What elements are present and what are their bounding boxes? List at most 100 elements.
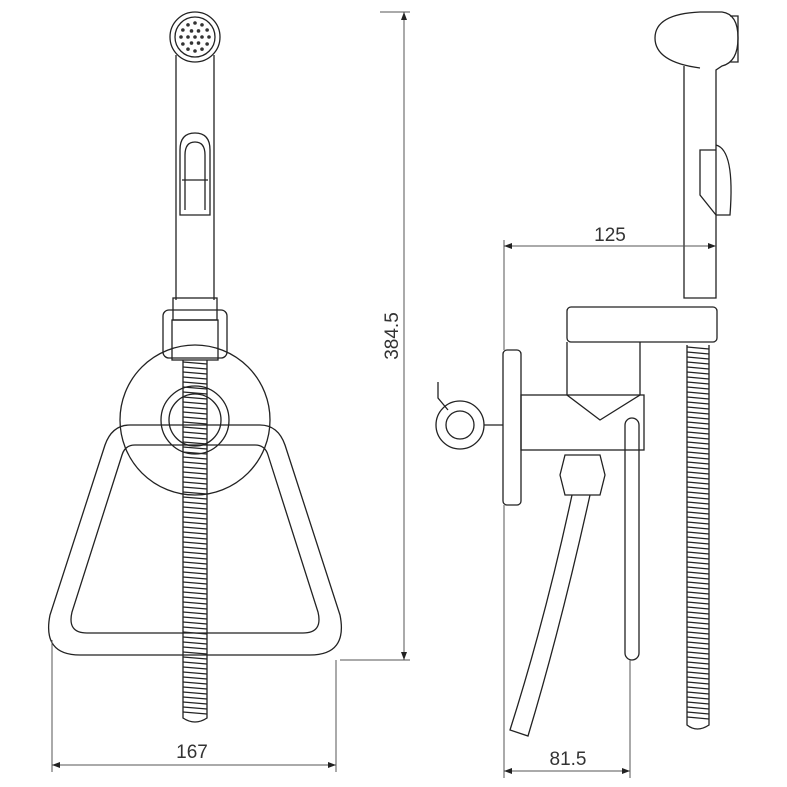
- hose-rib: [686, 706, 710, 710]
- hose-rib: [182, 436, 208, 440]
- nozzle-hole: [186, 35, 190, 39]
- hose-rib: [182, 661, 208, 665]
- hose-rib: [182, 476, 208, 480]
- hose-rib: [686, 501, 710, 505]
- hose-rib: [182, 466, 208, 470]
- hose-rib: [686, 446, 710, 450]
- hose-rib: [686, 596, 710, 600]
- mixer-body-side: [435, 306, 718, 661]
- trigger-front: [179, 132, 211, 216]
- hose-rib: [686, 416, 710, 420]
- nozzle-hole: [193, 21, 197, 25]
- hose-rib: [686, 631, 710, 635]
- hose-rib: [686, 561, 710, 565]
- hose-rib: [182, 511, 208, 515]
- hose-rib: [686, 551, 710, 555]
- hose-rib: [182, 361, 208, 365]
- nozzle-hole: [196, 29, 201, 33]
- hose-rib: [182, 586, 208, 590]
- hose-rib: [182, 571, 208, 575]
- hose-rib: [182, 521, 208, 525]
- hose-rib: [686, 681, 710, 685]
- hose-rib: [182, 531, 208, 535]
- hose-rib: [182, 646, 208, 650]
- hose-rib: [686, 486, 710, 490]
- hose-rib: [686, 471, 710, 475]
- nozzle-hole: [207, 35, 211, 39]
- holder-bracket-front: [162, 297, 228, 361]
- hose-rib: [182, 366, 208, 370]
- hose-rib: [182, 496, 208, 500]
- hose-rib: [182, 576, 208, 580]
- hose-rib: [686, 591, 710, 595]
- hose-rib: [686, 476, 710, 480]
- nozzle-hole: [186, 47, 190, 51]
- hose-rib: [182, 376, 208, 380]
- hose-rib: [182, 666, 208, 670]
- hose-rib: [686, 361, 710, 365]
- hose-rib: [182, 616, 208, 620]
- hose-rib: [182, 446, 208, 450]
- hose-rib: [686, 431, 710, 435]
- side-view: [435, 11, 739, 737]
- hose-rib: [686, 491, 710, 495]
- hose-rib: [182, 506, 208, 510]
- hose-rib: [182, 451, 208, 455]
- hose-rib: [686, 571, 710, 575]
- hose-rib: [686, 396, 710, 400]
- hose-rib: [686, 521, 710, 525]
- hose-rib: [686, 586, 710, 590]
- hose-rib: [182, 696, 208, 700]
- hose-rib: [182, 636, 208, 640]
- hose-rib: [686, 411, 710, 415]
- hose-rib: [686, 636, 710, 640]
- hose-rib: [182, 681, 208, 685]
- hose-rib: [182, 556, 208, 560]
- hose-rib: [686, 346, 710, 350]
- hose-rib: [686, 456, 710, 460]
- hose-rib: [686, 611, 710, 615]
- hose-rib: [686, 391, 710, 395]
- hose-rib: [182, 406, 208, 410]
- hose-rib: [182, 481, 208, 485]
- nozzle-hole: [196, 41, 201, 45]
- hose-rib: [686, 436, 710, 440]
- hose-rib: [182, 491, 208, 495]
- hose-rib: [182, 401, 208, 405]
- hose-rib: [182, 581, 208, 585]
- hose-rib: [182, 691, 208, 695]
- hose-front: [182, 360, 208, 723]
- hose-rib: [182, 471, 208, 475]
- projection-dimension-label: 125: [594, 225, 626, 246]
- hose-rib: [182, 651, 208, 655]
- dimension-width: 167: [51, 640, 337, 772]
- hose-rib: [686, 641, 710, 645]
- hose-rib: [182, 611, 208, 615]
- hose-rib: [686, 426, 710, 430]
- hose-rib: [182, 601, 208, 605]
- hose-rib: [182, 641, 208, 645]
- nozzle-hole: [193, 35, 197, 39]
- hose-rib: [686, 356, 710, 360]
- hose-rib: [686, 666, 710, 670]
- hose-rib: [182, 706, 208, 710]
- wall-plate-front: [119, 344, 271, 496]
- hose-rib: [182, 391, 208, 395]
- hose-rib: [182, 626, 208, 630]
- hose-rib: [182, 561, 208, 565]
- nozzle-hole: [179, 35, 183, 39]
- hose-rib: [182, 411, 208, 415]
- hose-rib: [686, 441, 710, 445]
- hose-rib: [686, 421, 710, 425]
- hose-rib: [182, 676, 208, 680]
- hose-rib: [686, 541, 710, 545]
- hose-rib: [686, 381, 710, 385]
- hose-rib: [182, 701, 208, 705]
- hose-rib: [182, 396, 208, 400]
- hose-rib: [686, 686, 710, 690]
- nozzle-hole: [181, 42, 185, 46]
- hose-rib: [182, 536, 208, 540]
- hose-rib: [686, 386, 710, 390]
- hose-rib: [182, 486, 208, 490]
